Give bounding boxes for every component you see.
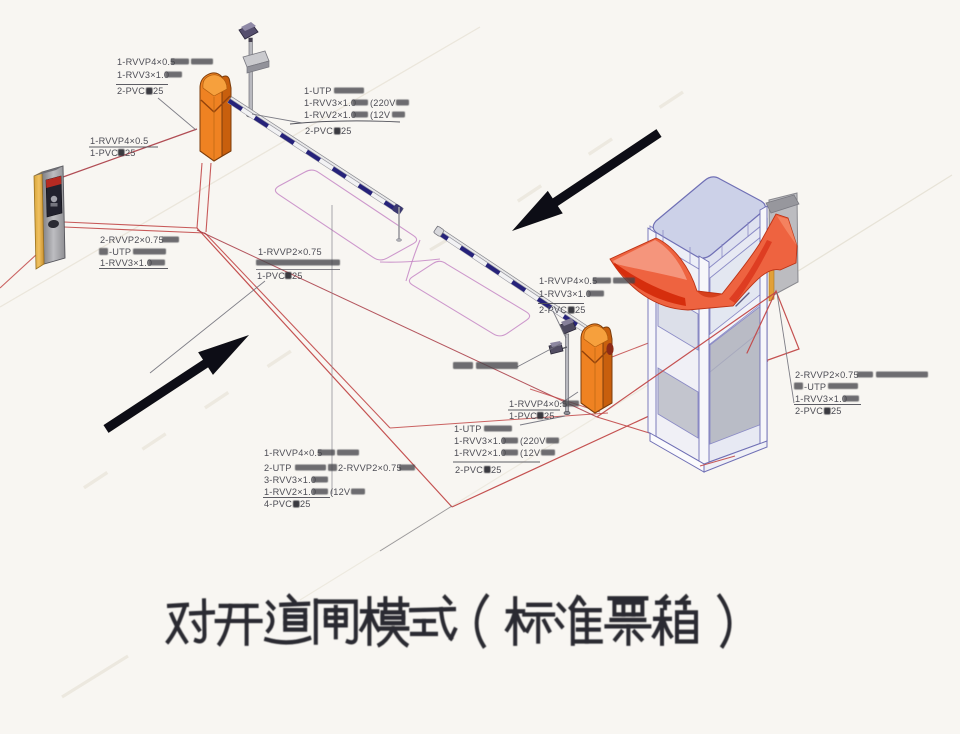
svg-text:1-RVV3×1.0: 1-RVV3×1.0	[795, 394, 847, 404]
svg-text:1-RVV3×1.0: 1-RVV3×1.0	[100, 258, 152, 268]
svg-text:1-RVV3×1.0: 1-RVV3×1.0	[539, 289, 591, 299]
svg-text:(220V: (220V	[520, 436, 546, 446]
svg-text:1-RVV3×1.0: 1-RVV3×1.0	[454, 436, 506, 446]
svg-text:1-RVVP4×0.5: 1-RVVP4×0.5	[539, 276, 597, 286]
svg-text:1-RVV2×1.0: 1-RVV2×1.0	[304, 110, 356, 120]
svg-text:(12V: (12V	[520, 448, 541, 458]
svg-text:25: 25	[341, 126, 352, 136]
svg-text:25: 25	[153, 86, 164, 96]
svg-text:3-RVV3×1.0: 3-RVV3×1.0	[264, 475, 316, 485]
svg-text:1-RVVP4×0.5: 1-RVVP4×0.5	[90, 136, 148, 146]
svg-text:1-RVV2×1.0: 1-RVV2×1.0	[454, 448, 506, 458]
svg-text:25: 25	[491, 465, 502, 475]
svg-text:1-PVC: 1-PVC	[257, 271, 285, 281]
svg-text:4-PVC: 4-PVC	[264, 499, 292, 509]
svg-text:2-PVC: 2-PVC	[455, 465, 483, 475]
svg-text:1-RVVP2×0.75: 1-RVVP2×0.75	[258, 247, 322, 257]
svg-text:(12V: (12V	[330, 487, 351, 497]
svg-text:1-RVVP4×0.5: 1-RVVP4×0.5	[509, 399, 567, 409]
svg-text:1-RVV3×1.0: 1-RVV3×1.0	[117, 70, 169, 80]
svg-text:1-PVC: 1-PVC	[90, 148, 118, 158]
svg-text:25: 25	[831, 406, 842, 416]
svg-text:1-RVVP4×0.5: 1-RVVP4×0.5	[117, 57, 175, 67]
svg-text:2-PVC: 2-PVC	[539, 305, 567, 315]
svg-text:-UTP: -UTP	[109, 247, 131, 257]
svg-text:1-UTP: 1-UTP	[304, 86, 332, 96]
svg-text:2-RVVP2×0.75: 2-RVVP2×0.75	[100, 235, 164, 245]
svg-text:1-RVVP4×0.5: 1-RVVP4×0.5	[264, 448, 322, 458]
svg-text:2-PVC: 2-PVC	[795, 406, 823, 416]
svg-text:2-UTP: 2-UTP	[264, 463, 292, 473]
svg-text:25: 25	[125, 148, 136, 158]
svg-text:25: 25	[300, 499, 311, 509]
svg-text:2-PVC: 2-PVC	[305, 126, 333, 136]
svg-text:1-PVC: 1-PVC	[509, 411, 537, 421]
svg-text:2-RVVP2×0.75: 2-RVVP2×0.75	[338, 463, 402, 473]
svg-text:(220V: (220V	[370, 98, 396, 108]
svg-text:(12V: (12V	[370, 110, 391, 120]
svg-text:25: 25	[292, 271, 303, 281]
svg-text:2-PVC: 2-PVC	[117, 86, 145, 96]
svg-text:1-RVV2×1.0: 1-RVV2×1.0	[264, 487, 316, 497]
svg-text:25: 25	[544, 411, 555, 421]
svg-text:-UTP: -UTP	[804, 382, 826, 392]
svg-text:25: 25	[575, 305, 586, 315]
svg-text:1-UTP: 1-UTP	[454, 424, 482, 434]
svg-text:2-RVVP2×0.75: 2-RVVP2×0.75	[795, 370, 859, 380]
svg-text:1-RVV3×1.0: 1-RVV3×1.0	[304, 98, 356, 108]
